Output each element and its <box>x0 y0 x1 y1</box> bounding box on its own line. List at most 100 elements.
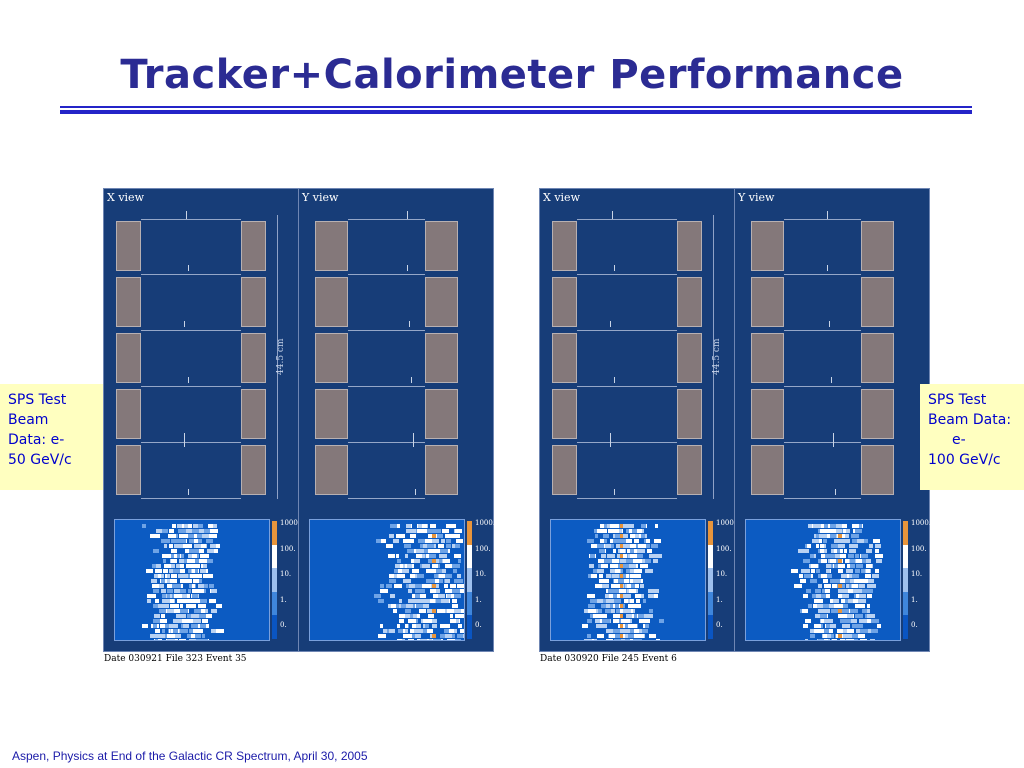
calorimeter-block <box>241 333 266 383</box>
calorimeter-hit <box>197 559 205 563</box>
calorimeter-hot-hit <box>620 624 623 628</box>
calorimeter-hit <box>444 589 452 593</box>
calorimeter-hit <box>403 544 409 548</box>
calorimeter-hit <box>428 559 434 563</box>
calorimeter-hit <box>433 594 440 598</box>
calorimeter-hit <box>448 524 456 528</box>
calorimeter-hit <box>446 594 452 598</box>
calorimeter-hit <box>172 584 178 588</box>
colorbar-label: 0. <box>475 621 482 629</box>
tracker-plane-line <box>784 442 861 443</box>
calorimeter-hit <box>625 619 630 623</box>
calorimeter-hit <box>436 589 441 593</box>
calorimeter-hit <box>614 589 620 593</box>
calorimeter-hit <box>175 564 180 568</box>
calorimeter-hit-map <box>745 519 901 641</box>
calorimeter-hit <box>454 534 460 538</box>
calorimeter-hit <box>586 594 592 598</box>
calorimeter-hit <box>152 619 160 623</box>
hit-tick <box>833 433 834 447</box>
calorimeter-hit <box>820 574 826 578</box>
calorimeter-hit <box>448 534 455 538</box>
calorimeter-hit <box>157 634 166 638</box>
calorimeter-block <box>315 277 348 327</box>
calorimeter-hit <box>807 604 812 608</box>
calorimeter-hit <box>167 589 174 593</box>
calorimeter-hit <box>838 539 845 543</box>
calorimeter-hit <box>605 594 611 598</box>
calorimeter-hit <box>812 539 820 543</box>
calorimeter-hit <box>192 594 198 598</box>
calorimeter-hit <box>198 544 207 548</box>
calorimeter-hit <box>424 624 429 628</box>
event1-y-view-panel: Y view 1000.100.10.1.0. <box>298 188 495 652</box>
calorimeter-hit <box>378 599 384 603</box>
calorimeter-hit <box>408 619 416 623</box>
calorimeter-hit <box>858 584 865 588</box>
calorimeter-hit <box>814 589 821 593</box>
colorbar-segment <box>708 521 713 545</box>
calorimeter-hit <box>201 609 205 613</box>
calorimeter-hit <box>413 624 421 628</box>
colorbar-segment <box>272 591 277 616</box>
calorimeter-hit <box>835 604 843 608</box>
calorimeter-hit <box>854 579 859 583</box>
calorimeter-hit <box>161 629 165 633</box>
calorimeter-hit <box>202 534 207 538</box>
calorimeter-hit <box>637 529 643 533</box>
calorimeter-hot-hit <box>620 574 623 578</box>
calorimeter-hit <box>850 609 859 613</box>
calorimeter-block <box>241 221 266 271</box>
calorimeter-hit <box>612 539 616 543</box>
tracker-plane-line <box>348 274 425 275</box>
tracker-plane-line <box>348 330 425 331</box>
calorimeter-hit <box>869 639 876 640</box>
calorimeter-hit <box>616 544 624 548</box>
calorimeter-hit <box>154 629 160 633</box>
calorimeter-hit <box>394 584 403 588</box>
calorimeter-hit <box>178 529 187 533</box>
calorimeter-hit <box>608 634 615 638</box>
calorimeter-hit <box>600 524 608 528</box>
calorimeter-hit <box>444 529 449 533</box>
calorimeter-hit <box>402 614 411 618</box>
calorimeter-hit <box>172 619 179 623</box>
calorimeter-hit <box>849 579 854 583</box>
calorimeter-hit <box>850 534 859 538</box>
calorimeter-hit <box>859 639 866 640</box>
calorimeter-hit <box>832 609 840 613</box>
calorimeter-hit <box>851 619 858 623</box>
calorimeter-hit <box>805 639 809 640</box>
calorimeter-hit <box>852 624 860 628</box>
calorimeter-hit <box>174 554 181 558</box>
calorimeter-hit <box>826 569 830 573</box>
calorimeter-hit <box>154 634 158 638</box>
calorimeter-hit <box>150 579 158 583</box>
calorimeter-hit <box>396 604 405 608</box>
calorimeter-hit <box>632 614 638 618</box>
calorimeter-hit <box>638 614 646 618</box>
calorimeter-hit <box>179 629 188 633</box>
calorimeter-hit <box>189 634 197 638</box>
colorbar-label: 100. <box>475 544 491 553</box>
calorimeter-hit <box>856 559 863 563</box>
calorimeter-hit <box>456 619 460 623</box>
calorimeter-hit <box>849 549 856 553</box>
calorimeter-hit <box>819 614 828 618</box>
calorimeter-hit <box>174 594 180 598</box>
calorimeter-hit <box>613 594 622 598</box>
calorimeter-hot-hit <box>620 594 623 598</box>
calorimeter-hit <box>840 619 845 623</box>
calorimeter-hit <box>633 539 640 543</box>
calorimeter-hit <box>586 539 594 543</box>
calorimeter-hit <box>198 604 206 608</box>
calorimeter-hit <box>446 624 451 628</box>
calorimeter-hit <box>407 549 414 553</box>
calorimeter-hit <box>866 559 872 563</box>
calorimeter-hit <box>655 639 660 640</box>
calorimeter-hit <box>396 569 403 573</box>
calorimeter-hit <box>598 559 605 563</box>
scale-label: 44.5 cm <box>712 338 722 375</box>
calorimeter-hit <box>866 609 871 613</box>
tracker-plane-line <box>577 330 677 331</box>
